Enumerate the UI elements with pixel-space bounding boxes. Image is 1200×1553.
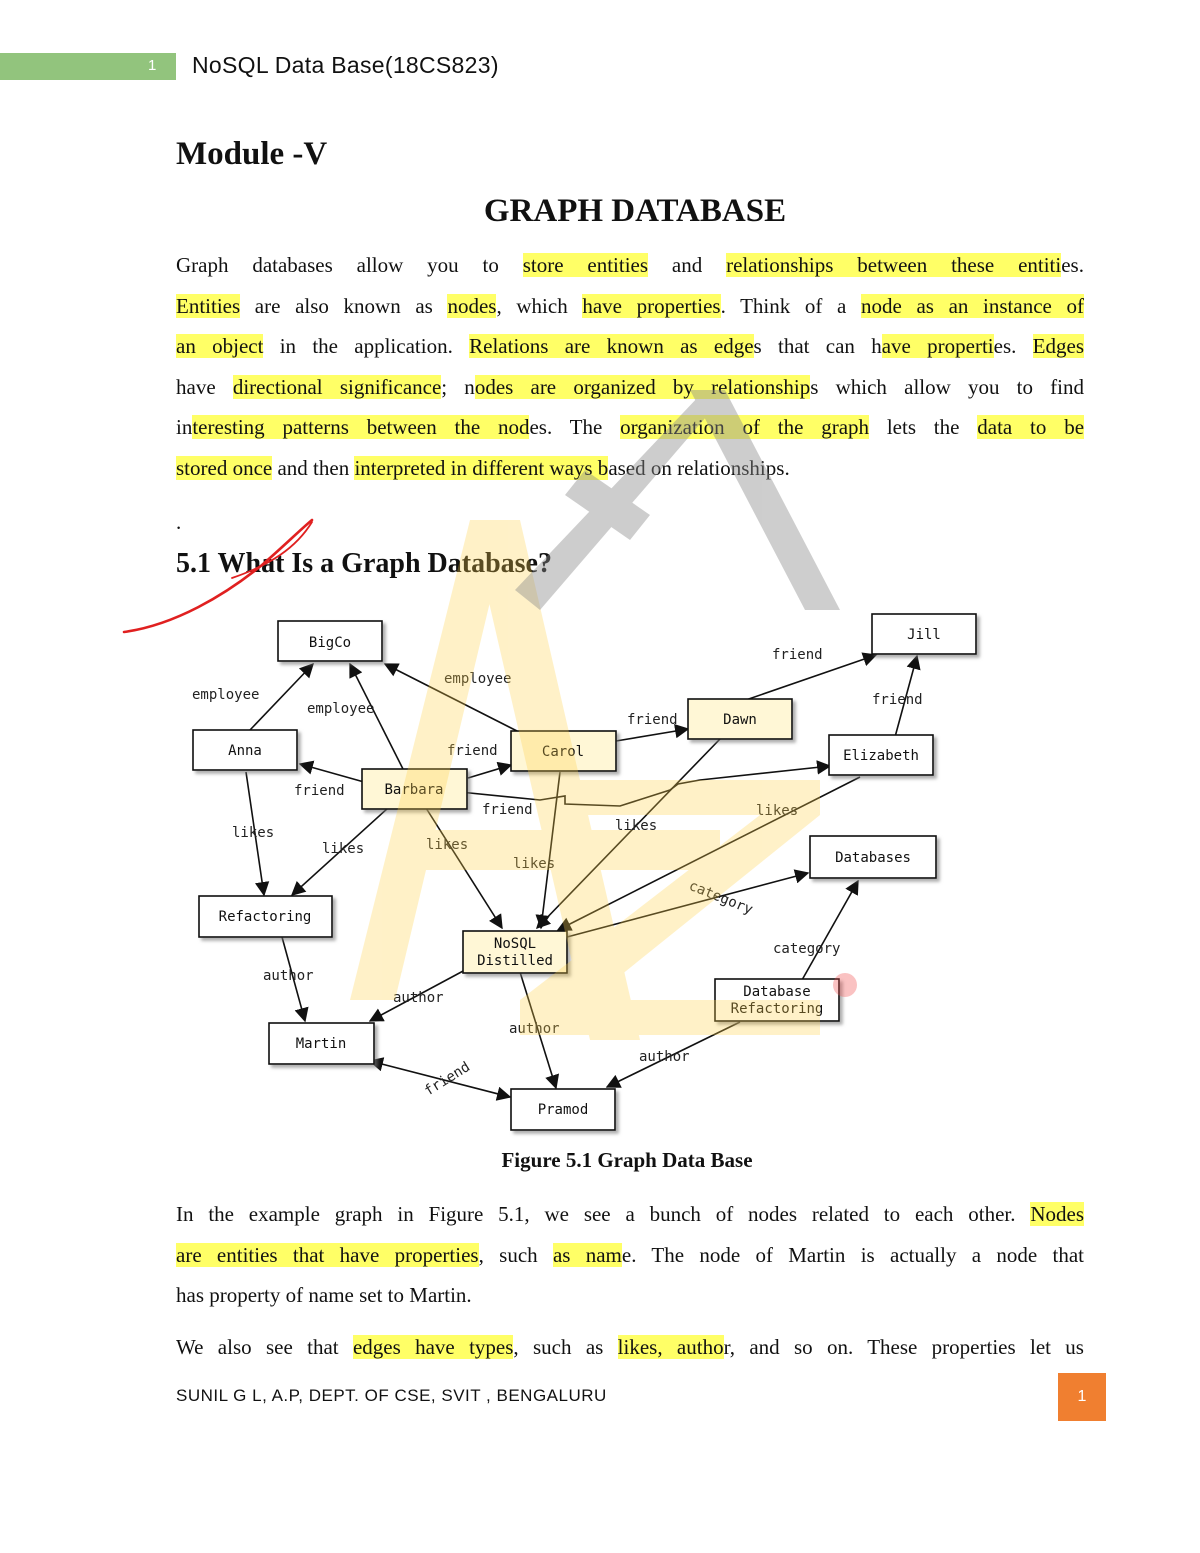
edge-label-barbara-elizabeth: friend — [482, 802, 533, 818]
edge-label-carol-bigco: employee — [444, 671, 511, 687]
node-label-nosql: NoSQL — [494, 936, 536, 952]
edge-label-barbara-bigco: employee — [307, 701, 374, 717]
edge-label-dawn-nosql: likes — [615, 818, 657, 834]
node-label-refactoring-book: Refactoring — [731, 1001, 824, 1017]
edge-types-paragraph: We also see that edges have types, such … — [176, 1335, 1084, 1359]
node-label-anna: Anna — [228, 743, 262, 759]
footer-author-line: SUNIL G L, A.P, DEPT. OF CSE, SVIT , BEN… — [176, 1386, 607, 1405]
edge-label-barbara-refactoring: likes — [322, 841, 364, 857]
intro-paragraph: Graph databases allow you to store entit… — [176, 253, 1085, 480]
node-refactoring — [198, 895, 333, 938]
node-pramod — [510, 1088, 616, 1131]
node-elizabeth — [828, 734, 934, 776]
edge-label-elizabeth-jill: friend — [872, 692, 923, 708]
node-label-bigco: BigCo — [309, 635, 351, 651]
edge-label-dawn-jill: friend — [772, 647, 823, 663]
node-label-refactoring: Refactoring — [219, 909, 312, 925]
module-title: Module -V — [176, 136, 328, 172]
edge-label-carol-dawn: friend — [627, 712, 678, 728]
node-nosql-distilled — [462, 930, 568, 974]
main-title: GRAPH DATABASE — [483, 193, 787, 229]
node-label-martin: Martin — [296, 1036, 347, 1052]
node-database-refactoring — [714, 978, 840, 1022]
node-label-elizabeth: Elizabeth — [843, 748, 919, 764]
figure-caption: Figure 5.1 Graph Data Base — [501, 1148, 753, 1172]
node-label-barbara: Barbara — [384, 782, 443, 798]
edge-label-nosql-martin: author — [393, 990, 444, 1006]
edge-label-barbara-carol: friend — [447, 743, 498, 759]
node-label-jill: Jill — [907, 627, 941, 643]
node-dawn — [687, 698, 793, 740]
node-anna — [192, 729, 298, 771]
node-label-distilled: Distilled — [477, 953, 553, 969]
edge-label-carol-nosql: likes — [513, 856, 555, 872]
edge-label-martin-pramod: friend — [422, 1059, 473, 1099]
node-label-dawn: Dawn — [723, 712, 757, 728]
stray-dot: . — [176, 510, 182, 534]
edge-label-nosql-databases: category — [687, 878, 756, 918]
edge-label-anna-bigco: employee — [192, 687, 259, 703]
edge-label-dbref-databases: category — [773, 941, 840, 957]
node-label-databases: Databases — [835, 850, 911, 866]
node-martin — [268, 1022, 375, 1065]
edge-label-barbara-nosql: likes — [426, 837, 468, 853]
node-carol — [510, 730, 617, 772]
node-barbara — [361, 768, 468, 810]
header-accent-bar — [0, 53, 176, 80]
edge-label-anna-refactoring: likes — [232, 825, 274, 841]
edge-label-refactoring-martin: author — [263, 968, 314, 984]
node-databases — [809, 835, 937, 879]
node-label-carol: Carol — [542, 744, 584, 760]
footer-page-number: 1 — [1058, 1373, 1106, 1421]
edge-label-dbref-pramod: author — [639, 1049, 690, 1065]
node-label-database: Database — [743, 984, 810, 1000]
header-page-number: 1 — [148, 57, 157, 74]
node-jill — [871, 613, 977, 655]
node-label-pramod: Pramod — [538, 1102, 589, 1118]
header-title: NoSQL Data Base(18CS823) — [192, 52, 499, 78]
section-heading: 5.1 What Is a Graph Database? — [176, 548, 552, 579]
graph-diagram: employee employee employee friend friend… — [192, 613, 977, 1131]
edge-label-nosql-pramod: author — [509, 1021, 560, 1037]
edge-label-barbara-anna: friend — [294, 783, 345, 799]
edge-label-elizabeth-nosql: likes — [756, 803, 798, 819]
figure-description-paragraph: In the example graph in Figure 5.1, we s… — [176, 1202, 1084, 1308]
